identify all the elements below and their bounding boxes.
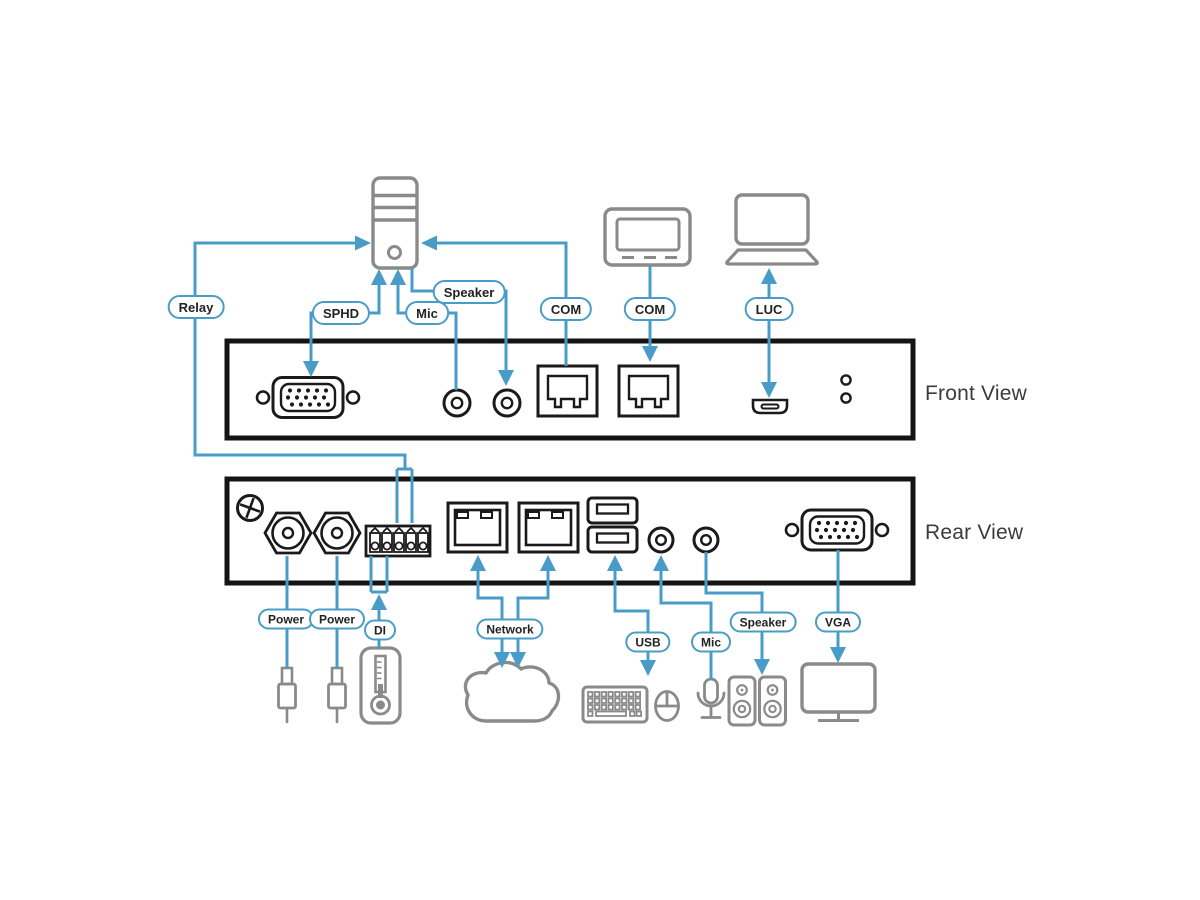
power-plug-icon-2 xyxy=(327,666,347,723)
speakers-icon-left xyxy=(727,675,757,727)
sphd-vga-port xyxy=(255,376,361,419)
rear-view-title: Rear View xyxy=(925,521,1024,544)
label-vga: VGA xyxy=(814,611,862,633)
mouse-icon xyxy=(654,690,680,722)
label-di: DI xyxy=(364,619,396,641)
control-panel-icon xyxy=(603,207,692,267)
tower-pc-icon xyxy=(371,176,419,270)
keyboard-icon xyxy=(581,685,649,724)
label-mic-rear: Mic xyxy=(690,631,732,653)
laptop-icon xyxy=(725,193,819,266)
front-view-title: Front View xyxy=(925,382,1027,405)
label-power-1: Power xyxy=(257,608,315,630)
label-speaker-front: Speaker xyxy=(432,280,506,304)
label-com-pc: COM xyxy=(539,297,593,321)
label-network: Network xyxy=(476,618,544,640)
speakers-icon-right xyxy=(758,675,787,727)
label-speaker-rear: Speaker xyxy=(729,611,797,633)
label-luc: LUC xyxy=(744,297,794,321)
label-mic-front: Mic xyxy=(405,301,449,325)
mic-jack-rear xyxy=(647,526,675,554)
microphone-icon xyxy=(696,677,726,719)
label-usb: USB xyxy=(625,631,671,653)
screw-icon xyxy=(236,494,264,522)
front-panel xyxy=(224,338,916,441)
label-power-2: Power xyxy=(308,608,366,630)
vga-port-rear xyxy=(784,508,890,552)
power-plug-icon-1 xyxy=(277,666,297,723)
monitor-icon xyxy=(800,662,877,722)
terminal-block-icon xyxy=(364,524,432,558)
connection-arrowheads xyxy=(303,235,846,676)
luc-port-icon xyxy=(751,398,789,415)
label-relay: Relay xyxy=(167,295,225,319)
cloud-network-icon xyxy=(463,660,561,723)
thermometer-icon xyxy=(359,646,402,725)
label-com-panel: COM xyxy=(623,297,677,321)
label-sphd: SPHD xyxy=(311,301,371,325)
usb-port-icon xyxy=(586,496,639,554)
led-indicator-icon xyxy=(840,374,852,404)
